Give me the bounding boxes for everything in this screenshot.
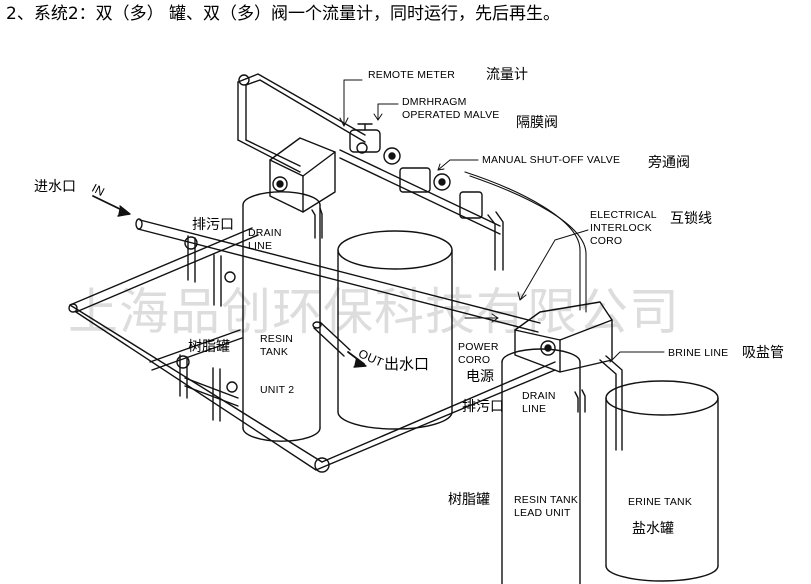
interlock-cable — [464, 171, 587, 313]
label-brine-tank: ERINE TANK — [628, 496, 693, 508]
callout-leaders — [339, 79, 665, 363]
manual-valve — [383, 147, 504, 271]
label-power-1: POWER — [458, 341, 499, 353]
valve-head-left — [269, 137, 336, 213]
valve-head-right — [514, 301, 613, 373]
label-power-cn: 电源 — [466, 369, 494, 385]
label-interlock-1: ELECTRICAL — [590, 209, 657, 221]
watermark: 上海品创环保科技有限公司 — [68, 283, 680, 341]
center-tank — [337, 230, 453, 430]
label-remote-meter-cn: 流量计 — [486, 67, 528, 83]
label-remote-meter: REMOTE METER — [368, 69, 455, 81]
label-drain-left-cn: 排污口 — [192, 217, 234, 233]
label-resin-lead-2: LEAD UNIT — [514, 507, 571, 519]
label-inlet-cn: 进水口 — [34, 179, 76, 195]
inlet-pipe — [92, 195, 541, 333]
resin-tank-unit2 — [242, 191, 321, 442]
label-drain-line-1: DRAIN — [248, 227, 282, 239]
label-manual-valve-cn: 旁通阀 — [648, 155, 690, 171]
page-title: 2、系统2：双（多） 罐、双（多）阀一个流量计，同时运行，先后再生。 — [6, 4, 561, 24]
label-brine-line: BRINE LINE — [668, 347, 729, 359]
label-brine-tank-cn: 盐水罐 — [632, 521, 674, 537]
label-resin-tank-2: TANK — [260, 346, 289, 358]
diaphragm-valve — [349, 123, 381, 154]
label-outlet-cn: 出水口 — [384, 355, 430, 373]
label-drain-line-2: LINE — [248, 240, 273, 252]
brine-tank — [605, 380, 719, 582]
label-resin-left-cn: 树脂罐 — [188, 339, 230, 355]
label-manual-valve: MANUAL SHUT-OFF VALVE — [482, 154, 621, 166]
label-resin-tank-1: RESIN — [260, 333, 294, 345]
outlet-pipe — [312, 321, 367, 368]
drain-pipes — [311, 207, 586, 413]
label-brine-line-cn: 吸盐管 — [742, 345, 784, 361]
label-interlock-cn: 互锁线 — [670, 211, 712, 227]
label-diaphragm-1: DMRHRAGM — [402, 96, 467, 108]
label-unit-2: UNIT 2 — [260, 384, 295, 396]
label-drain-right-cn: 排污口 — [462, 399, 504, 415]
meter-loop — [237, 73, 501, 235]
label-interlock-2: INTERLOCK — [590, 222, 652, 234]
label-drain-line-r2: LINE — [522, 403, 547, 415]
label-resin-right-cn: 树脂罐 — [448, 492, 490, 508]
label-diaphragm-2: OPERATED MALVE — [402, 109, 500, 121]
resin-tank-lead — [501, 348, 581, 584]
label-drain-line-r1: DRAIN — [522, 390, 556, 402]
label-interlock-3: CORO — [590, 235, 623, 247]
brine-line-pipe — [599, 355, 623, 451]
label-diaphragm-cn: 隔膜阀 — [516, 115, 558, 131]
label-resin-lead-1: RESIN TANK — [514, 494, 579, 506]
label-power-2: CORO — [458, 354, 491, 366]
mid-pipe — [149, 329, 243, 407]
pipe-connectors — [176, 235, 238, 422]
